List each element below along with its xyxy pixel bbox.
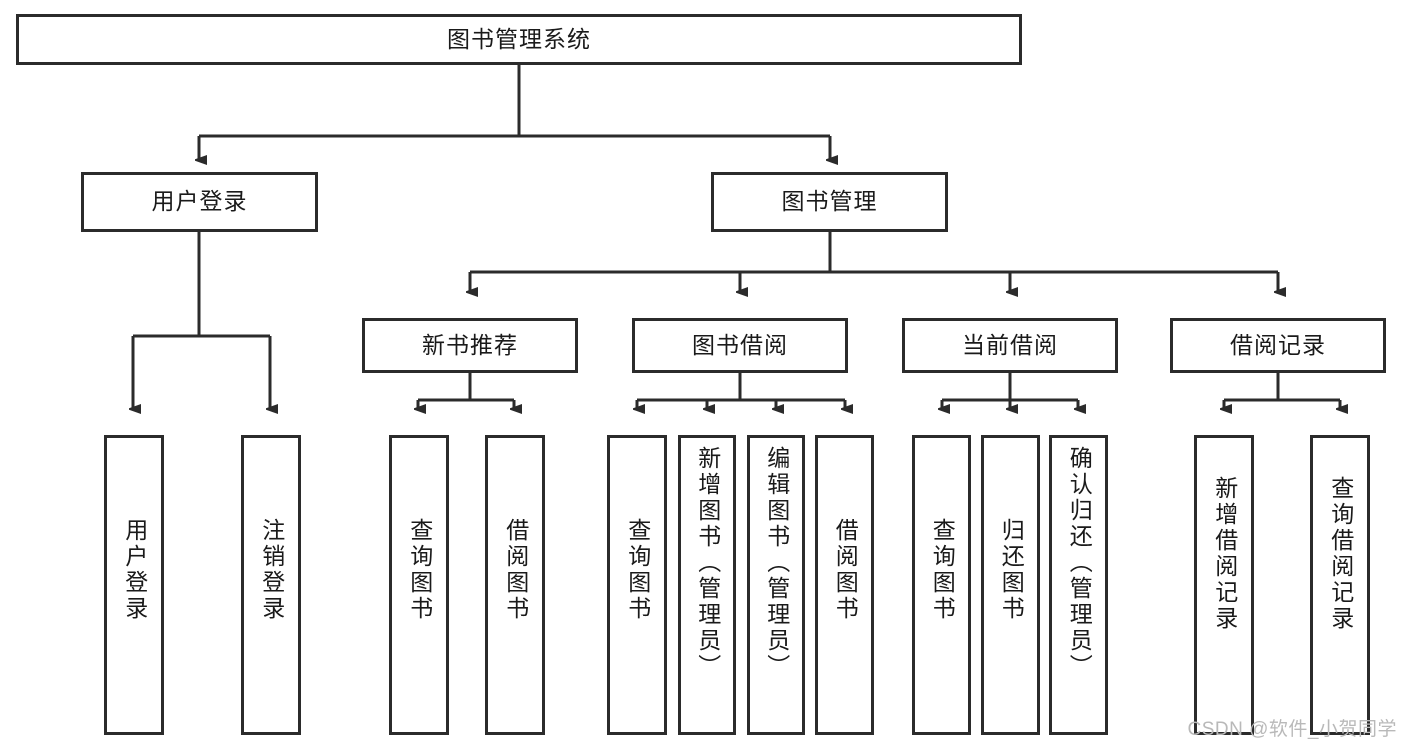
node-label: 查询图书 [406, 518, 433, 622]
node-book-borrow[interactable]: 图书借阅 [632, 318, 848, 373]
node-user-login[interactable]: 用户登录 [81, 172, 318, 232]
node-label: 新书推荐 [422, 331, 518, 358]
node-label: 图书借阅 [692, 331, 788, 358]
node-label: 编辑图书（管理员） [763, 446, 790, 680]
node-root-book-management-system[interactable]: 图书管理系统 [16, 14, 1022, 65]
node-leaf-add-borrow-record[interactable]: 新增借阅记录 [1194, 435, 1254, 735]
node-leaf-return-book[interactable]: 归还图书 [981, 435, 1040, 735]
node-new-book-recommend[interactable]: 新书推荐 [362, 318, 578, 373]
node-label: 用户登录 [121, 518, 148, 622]
node-label: 当前借阅 [962, 331, 1058, 358]
node-leaf-query-borrow-record[interactable]: 查询借阅记录 [1310, 435, 1370, 735]
csdn-watermark: CSDN @软件_小贺同学 [1187, 719, 1397, 740]
node-label: 归还图书 [998, 518, 1025, 622]
node-label: 图书管理系统 [447, 25, 591, 52]
node-label: 用户登录 [151, 188, 248, 215]
node-label: 注销登录 [258, 518, 285, 622]
node-leaf-add-book[interactable]: 新增图书（管理员） [678, 435, 736, 735]
node-book-management[interactable]: 图书管理 [711, 172, 948, 232]
node-label: 借阅图书 [502, 518, 529, 622]
node-label: 查询图书 [929, 518, 956, 622]
node-label: 确认归还（管理员） [1066, 446, 1093, 680]
node-leaf-confirm-return[interactable]: 确认归还（管理员） [1049, 435, 1108, 735]
node-leaf-user-login[interactable]: 用户登录 [104, 435, 164, 735]
node-label: 查询借阅记录 [1327, 476, 1354, 632]
node-borrow-record[interactable]: 借阅记录 [1170, 318, 1386, 373]
node-leaf-borrow-book-2[interactable]: 借阅图书 [815, 435, 874, 735]
node-leaf-query-book-1[interactable]: 查询图书 [389, 435, 449, 735]
node-label: 新增图书（管理员） [694, 446, 721, 680]
node-label: 借阅图书 [832, 518, 859, 622]
node-leaf-query-book-2[interactable]: 查询图书 [607, 435, 667, 735]
node-label: 借阅记录 [1230, 331, 1326, 358]
node-leaf-logout-login[interactable]: 注销登录 [241, 435, 301, 735]
node-current-borrow[interactable]: 当前借阅 [902, 318, 1118, 373]
node-leaf-query-book-3[interactable]: 查询图书 [912, 435, 971, 735]
node-label: 新增借阅记录 [1211, 476, 1238, 632]
node-label: 查询图书 [624, 518, 651, 622]
node-label: 图书管理 [781, 188, 878, 215]
node-leaf-borrow-book-1[interactable]: 借阅图书 [485, 435, 545, 735]
node-leaf-edit-book[interactable]: 编辑图书（管理员） [747, 435, 805, 735]
